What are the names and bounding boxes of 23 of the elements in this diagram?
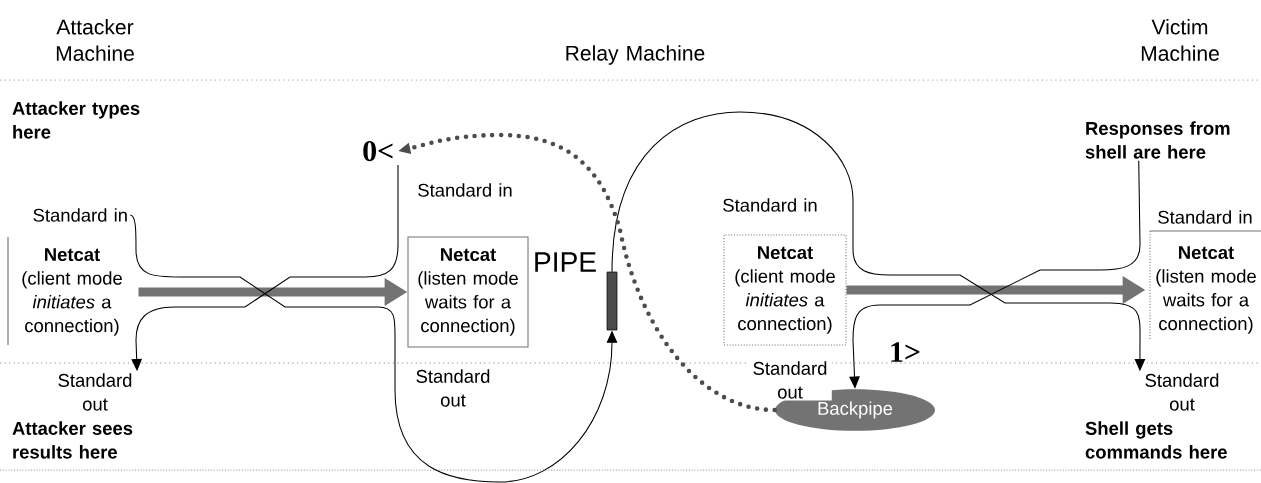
stream-label: 0< — [363, 141, 393, 162]
stream-label: Standard in — [418, 183, 512, 197]
note-text: Responses from shell are here — [1085, 121, 1230, 159]
stream-label: Standard in — [723, 198, 817, 212]
stream-label: Standard out — [411, 367, 495, 409]
note-text: Attacker sees results here — [12, 421, 133, 459]
machine-heading: Attacker Machine — [56, 19, 134, 61]
note-text: Shell gets commands here — [1085, 421, 1227, 459]
note-text: Attacker types here — [12, 101, 140, 139]
netcat-box: Netcat (listen mode waits for a connection) — [407, 236, 529, 348]
stream-label: 1> — [891, 342, 920, 362]
netcat-box: Netcat (listen mode waits for a connection) — [1149, 230, 1261, 341]
netcat-box: Netcat (client mode initiates a connection) — [723, 234, 847, 346]
stream-arrow — [129, 214, 618, 483]
machine-heading: Relay Machine — [566, 45, 705, 65]
stream-label: Standard in — [1158, 210, 1252, 224]
stream-label: Standard out — [748, 359, 832, 401]
stream-label: Standard out — [53, 371, 137, 413]
stream-label: Standard out — [1140, 371, 1224, 413]
stream-label: Standard in — [33, 208, 127, 222]
pipe-label: PIPE — [535, 252, 596, 272]
machine-heading: Victim Machine — [1141, 19, 1219, 61]
netcat-box: Netcat (client mode initiates a connection) — [7, 236, 122, 346]
